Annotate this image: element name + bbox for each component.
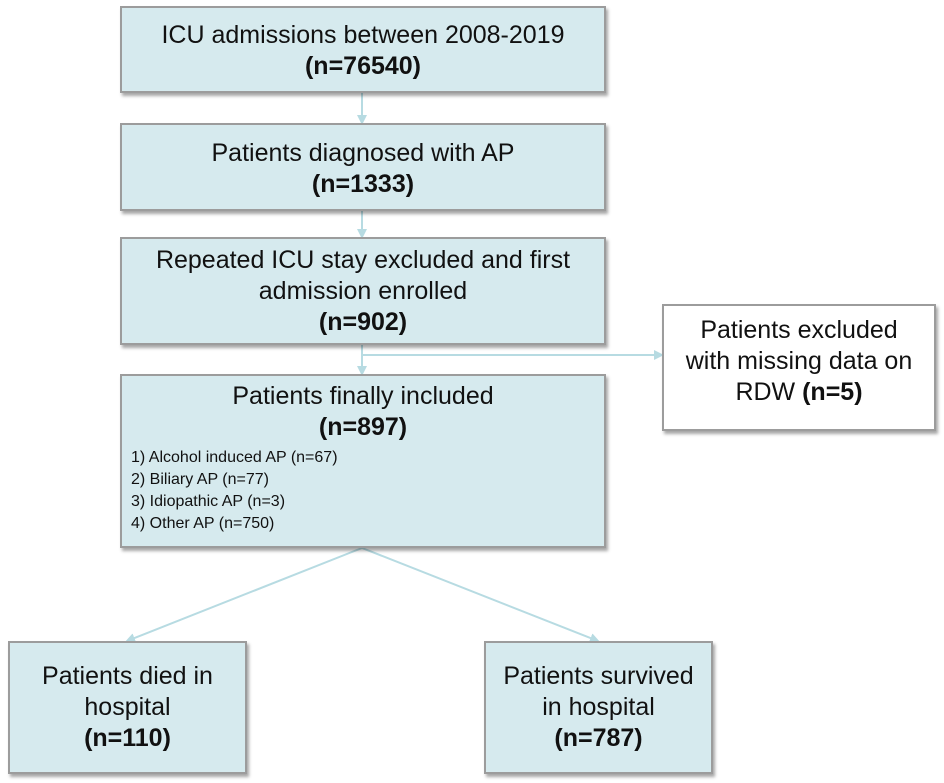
missing-rdw-box: Patients excluded with missing data on R… [662,304,936,431]
etiology-item-alcohol: 1) Alcohol induced AP (n=67) [131,449,338,466]
survived-count: (n=787) [554,724,643,752]
missing-rdw-label: RDW [735,378,796,406]
finally-included-count: (n=897) [318,413,408,441]
missing-rdw-line1: Patients excluded [700,316,898,344]
died-count: (n=110) [84,724,171,752]
missing-rdw-line2: with missing data on [685,347,913,375]
arrow-included-to-survived [361,547,600,643]
finally-included-label: Patients finally included [232,382,494,410]
icu-admissions-box: ICU admissions between 2008-2019 (n=7654… [120,6,606,93]
died-line2: hospital [84,693,171,721]
finally-included-box: Patients finally included (n=897) 1) Alc… [120,374,606,548]
icu-admissions-label: ICU admissions between 2008-2019 [161,21,565,49]
diagnosed-ap-box: Patients diagnosed with AP (n=1333) [120,123,606,211]
repeated-excluded-box: Repeated ICU stay excluded and first adm… [120,237,606,345]
repeated-excluded-count: (n=902) [318,308,408,336]
survived-line2: in hospital [542,693,655,721]
icu-admissions-count: (n=76540) [304,52,422,80]
arrow-included-to-died [125,547,363,643]
repeated-excluded-line2: admission enrolled [258,277,468,305]
etiology-item-idiopathic: 3) Idiopathic AP (n=3) [131,493,286,510]
diagnosed-ap-label: Patients diagnosed with AP [211,139,515,167]
etiology-list: 1) Alcohol induced AP (n=67) 2) Biliary … [122,447,604,535]
died-line1: Patients died in [42,662,213,690]
etiology-item-biliary: 2) Biliary AP (n=77) [131,471,269,488]
etiology-item-other: 4) Other AP (n=750) [131,515,275,532]
died-box: Patients died in hospital (n=110) [8,641,247,774]
survived-line1: Patients survived [503,662,694,690]
diagnosed-ap-count: (n=1333) [311,170,415,198]
repeated-excluded-line1: Repeated ICU stay excluded and first [155,246,571,274]
missing-rdw-count: (n=5) [802,378,863,406]
missing-rdw-line3: RDW (n=5) [664,377,934,408]
survived-box: Patients survived in hospital (n=787) [484,641,713,774]
